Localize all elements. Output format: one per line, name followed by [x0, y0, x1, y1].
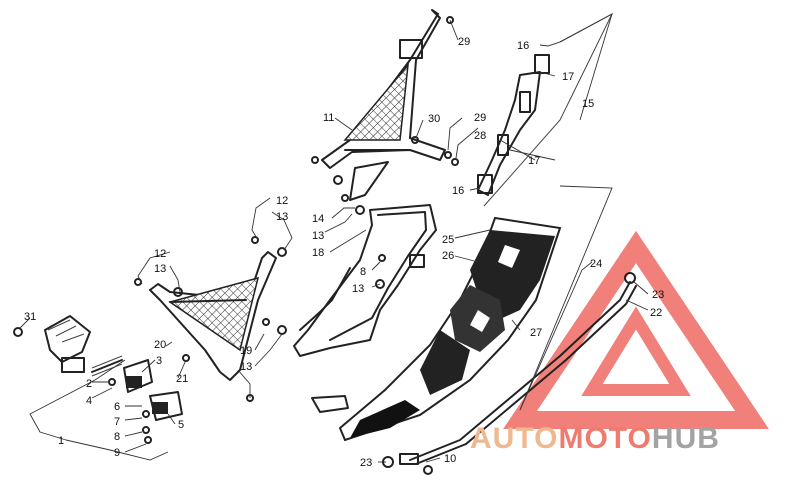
- callout-23-right: 23: [652, 289, 664, 301]
- lower-frame: [293, 204, 437, 357]
- callout-26: 26: [442, 250, 454, 262]
- watermark-wordmark: AUTOMOTOHUB: [470, 422, 720, 455]
- callout-2: 2: [86, 378, 92, 390]
- callout-23-bottom: 23: [360, 457, 372, 469]
- watermark-logo-triangle: [503, 230, 769, 429]
- callout-19: 19: [240, 345, 252, 357]
- callout-13-mid: 13: [312, 230, 324, 242]
- callout-14: 14: [312, 213, 324, 225]
- callout-30: 30: [428, 113, 440, 125]
- callout-31: 31: [24, 311, 36, 323]
- callout-18: 18: [312, 247, 324, 259]
- watermark-hub: HUB: [652, 422, 720, 455]
- callout-29: 29: [474, 112, 486, 124]
- svg-text:AUTOMOTOHUB: AUTOMOTOHUB: [470, 422, 720, 455]
- callout-29-top: 29: [458, 36, 470, 48]
- callout-24: 24: [590, 258, 602, 270]
- callout-10: 10: [444, 453, 456, 465]
- trim-strip: [477, 12, 614, 207]
- callout-8-right: 8: [360, 266, 366, 278]
- callout-17: 17: [528, 155, 540, 167]
- callout-1: 1: [58, 435, 64, 447]
- callout-7: 7: [114, 416, 120, 428]
- callout-22: 22: [650, 307, 662, 319]
- callout-12-upper: 12: [276, 195, 288, 207]
- callout-11: 11: [323, 112, 334, 124]
- callout-labels: 29 11 30 29 28 16 17 15 17 16 12 13 14 1…: [24, 36, 664, 469]
- callout-8-left: 8: [114, 431, 120, 443]
- callout-3: 3: [156, 355, 162, 367]
- callout-25: 25: [442, 234, 454, 246]
- callout-12-left: 12: [154, 248, 166, 260]
- upper-mesh-frame: [321, 9, 446, 201]
- bracket-assembly: [13, 315, 183, 444]
- callout-13-left: 13: [154, 263, 166, 275]
- callout-13-lower: 13: [240, 361, 252, 373]
- callout-9: 9: [114, 447, 120, 459]
- callout-15: 15: [582, 98, 594, 110]
- callout-16: 16: [452, 185, 464, 197]
- callout-16-top: 16: [517, 40, 529, 52]
- callout-21: 21: [176, 373, 188, 385]
- callout-4: 4: [86, 395, 92, 407]
- callout-13-right: 13: [352, 283, 364, 295]
- callout-28: 28: [474, 130, 486, 142]
- callout-27: 27: [530, 327, 542, 339]
- watermark-auto: AUTO: [470, 422, 558, 455]
- leader-lines: [19, 13, 649, 463]
- callout-6: 6: [114, 401, 120, 413]
- lower-mesh-frame: [149, 251, 277, 381]
- callout-17-top: 17: [562, 71, 574, 83]
- callout-5: 5: [178, 419, 184, 431]
- side-panel-decal: [311, 216, 562, 442]
- callout-20: 20: [154, 339, 166, 351]
- watermark-moto: MOTO: [558, 422, 651, 455]
- support-rod: [382, 272, 637, 468]
- callout-13-upper: 13: [276, 211, 288, 223]
